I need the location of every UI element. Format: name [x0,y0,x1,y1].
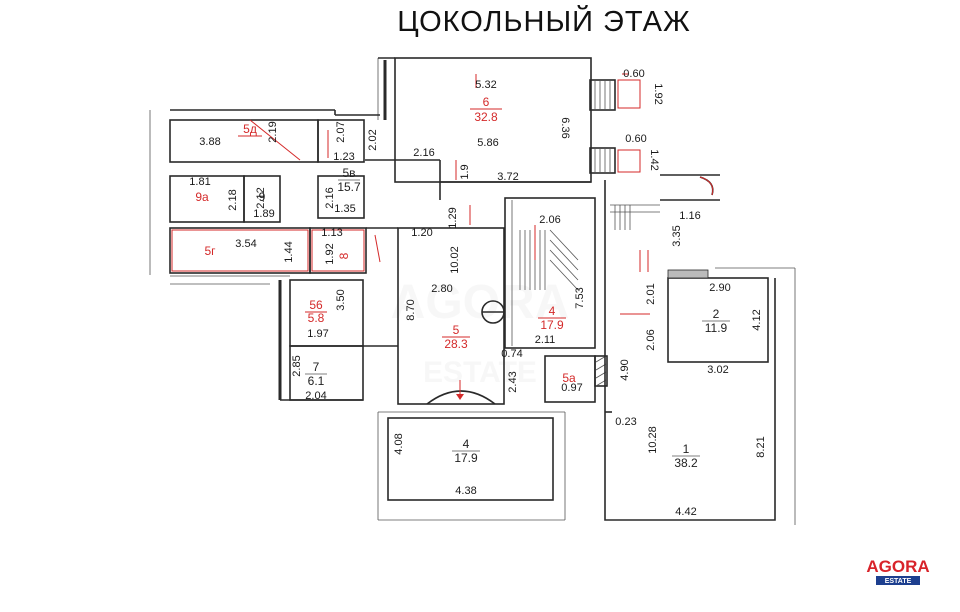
svg-text:10.02: 10.02 [449,246,461,274]
svg-text:0.60: 0.60 [623,68,644,80]
room-area: 38.2 [674,456,698,470]
svg-text:0.23: 0.23 [615,416,636,428]
room-area: 32.8 [474,110,498,124]
room-number: 8 [337,252,351,259]
svg-text:2.04: 2.04 [305,390,326,402]
room-number: 5г [204,244,216,258]
svg-text:2.90: 2.90 [709,282,730,294]
svg-text:3.54: 3.54 [235,238,256,250]
svg-text:10.28: 10.28 [647,426,659,454]
svg-text:2.06: 2.06 [645,329,657,350]
svg-text:4.42: 4.42 [675,506,696,518]
room-number: 9 [259,190,266,204]
svg-text:4.38: 4.38 [455,485,476,497]
room-area: 17.9 [540,318,564,332]
svg-text:2.06: 2.06 [539,214,560,226]
dimensions: 5.32 5.86 6.36 0.60 1.92 0.60 1.42 3.88 … [189,68,767,518]
plan-title: ЦОКОЛЬНЫЙ ЭТАЖ [397,4,690,38]
svg-text:1.35: 1.35 [334,203,355,215]
svg-text:AGORA: AGORA [391,276,570,329]
svg-text:1.42: 1.42 [648,149,660,170]
room-number: 5д [243,122,257,136]
svg-text:AGORA: AGORA [866,557,929,576]
svg-text:5.32: 5.32 [475,79,496,91]
svg-text:1.29: 1.29 [447,207,459,228]
svg-text:2.19: 2.19 [267,121,279,142]
room-area: 28.3 [444,337,468,351]
svg-text:3.72: 3.72 [497,171,518,183]
agora-logo: AGORA ESTATE [866,557,930,585]
svg-text:2.85: 2.85 [291,355,303,376]
svg-text:2.07: 2.07 [335,121,347,142]
watermark: AGORA ESTATE [391,276,570,389]
svg-text:3.35: 3.35 [671,225,683,246]
room-area: 5.8 [308,311,325,325]
room-number: 5 [453,323,460,337]
room-number: 4 [463,437,470,451]
svg-text:7.53: 7.53 [574,287,586,308]
room-area: 17.9 [454,451,478,465]
svg-text:2.43: 2.43 [507,371,519,392]
svg-text:1.9: 1.9 [459,164,471,179]
room-number: 7 [313,360,320,374]
svg-text:1.92: 1.92 [324,243,336,264]
svg-text:1.97: 1.97 [307,328,328,340]
svg-text:5.86: 5.86 [477,137,498,149]
svg-text:2.12: 2.12 [255,187,267,208]
svg-text:1.44: 1.44 [283,241,295,262]
svg-text:2.16: 2.16 [324,187,336,208]
svg-text:1.13: 1.13 [321,227,342,239]
svg-text:1.92: 1.92 [652,83,664,104]
svg-text:1.81: 1.81 [189,176,210,188]
svg-text:3.88: 3.88 [199,136,220,148]
room-number: 56 [309,298,323,312]
room-number: 2 [713,307,720,321]
svg-text:2.18: 2.18 [227,189,239,210]
svg-text:1.23: 1.23 [333,151,354,163]
svg-text:0.97: 0.97 [561,382,582,394]
svg-text:8.21: 8.21 [755,436,767,457]
svg-text:1.20: 1.20 [411,227,432,239]
room-number: 6 [483,95,490,109]
svg-text:6.36: 6.36 [559,117,571,138]
svg-text:2.16: 2.16 [413,147,434,159]
svg-text:2.80: 2.80 [431,283,452,295]
room-number: 9а [195,190,209,204]
walls [149,57,796,525]
svg-text:2.02: 2.02 [367,129,379,150]
room-number: 4 [549,304,556,318]
room-number: 1 [683,442,690,456]
svg-text:1.16: 1.16 [679,210,700,222]
svg-text:ESTATE: ESTATE [423,356,537,389]
room-labels: 6 32.8 5д 5в 15.7 9а 9 5г 6 8 56 5.8 7 6… [195,95,730,470]
svg-text:2.01: 2.01 [645,283,657,304]
svg-text:0.74: 0.74 [501,348,522,360]
svg-text:ESTATE: ESTATE [885,578,912,585]
svg-text:3.50: 3.50 [335,289,347,310]
room-number: 5а [562,371,576,385]
svg-text:4.12: 4.12 [751,309,763,330]
svg-text:4.08: 4.08 [393,433,405,454]
room-area: 11.9 [705,321,728,335]
room-area: 15.7 [337,180,361,194]
room-number: 5в [342,166,355,180]
svg-text:0.60: 0.60 [625,133,646,145]
svg-text:1.89: 1.89 [253,208,274,220]
svg-text:2.11: 2.11 [535,334,556,346]
red-annotations [171,73,714,400]
room-area: 6.1 [308,374,325,388]
svg-text:4.90: 4.90 [619,359,631,380]
svg-text:3.02: 3.02 [707,364,728,376]
svg-text:8.70: 8.70 [405,299,417,320]
